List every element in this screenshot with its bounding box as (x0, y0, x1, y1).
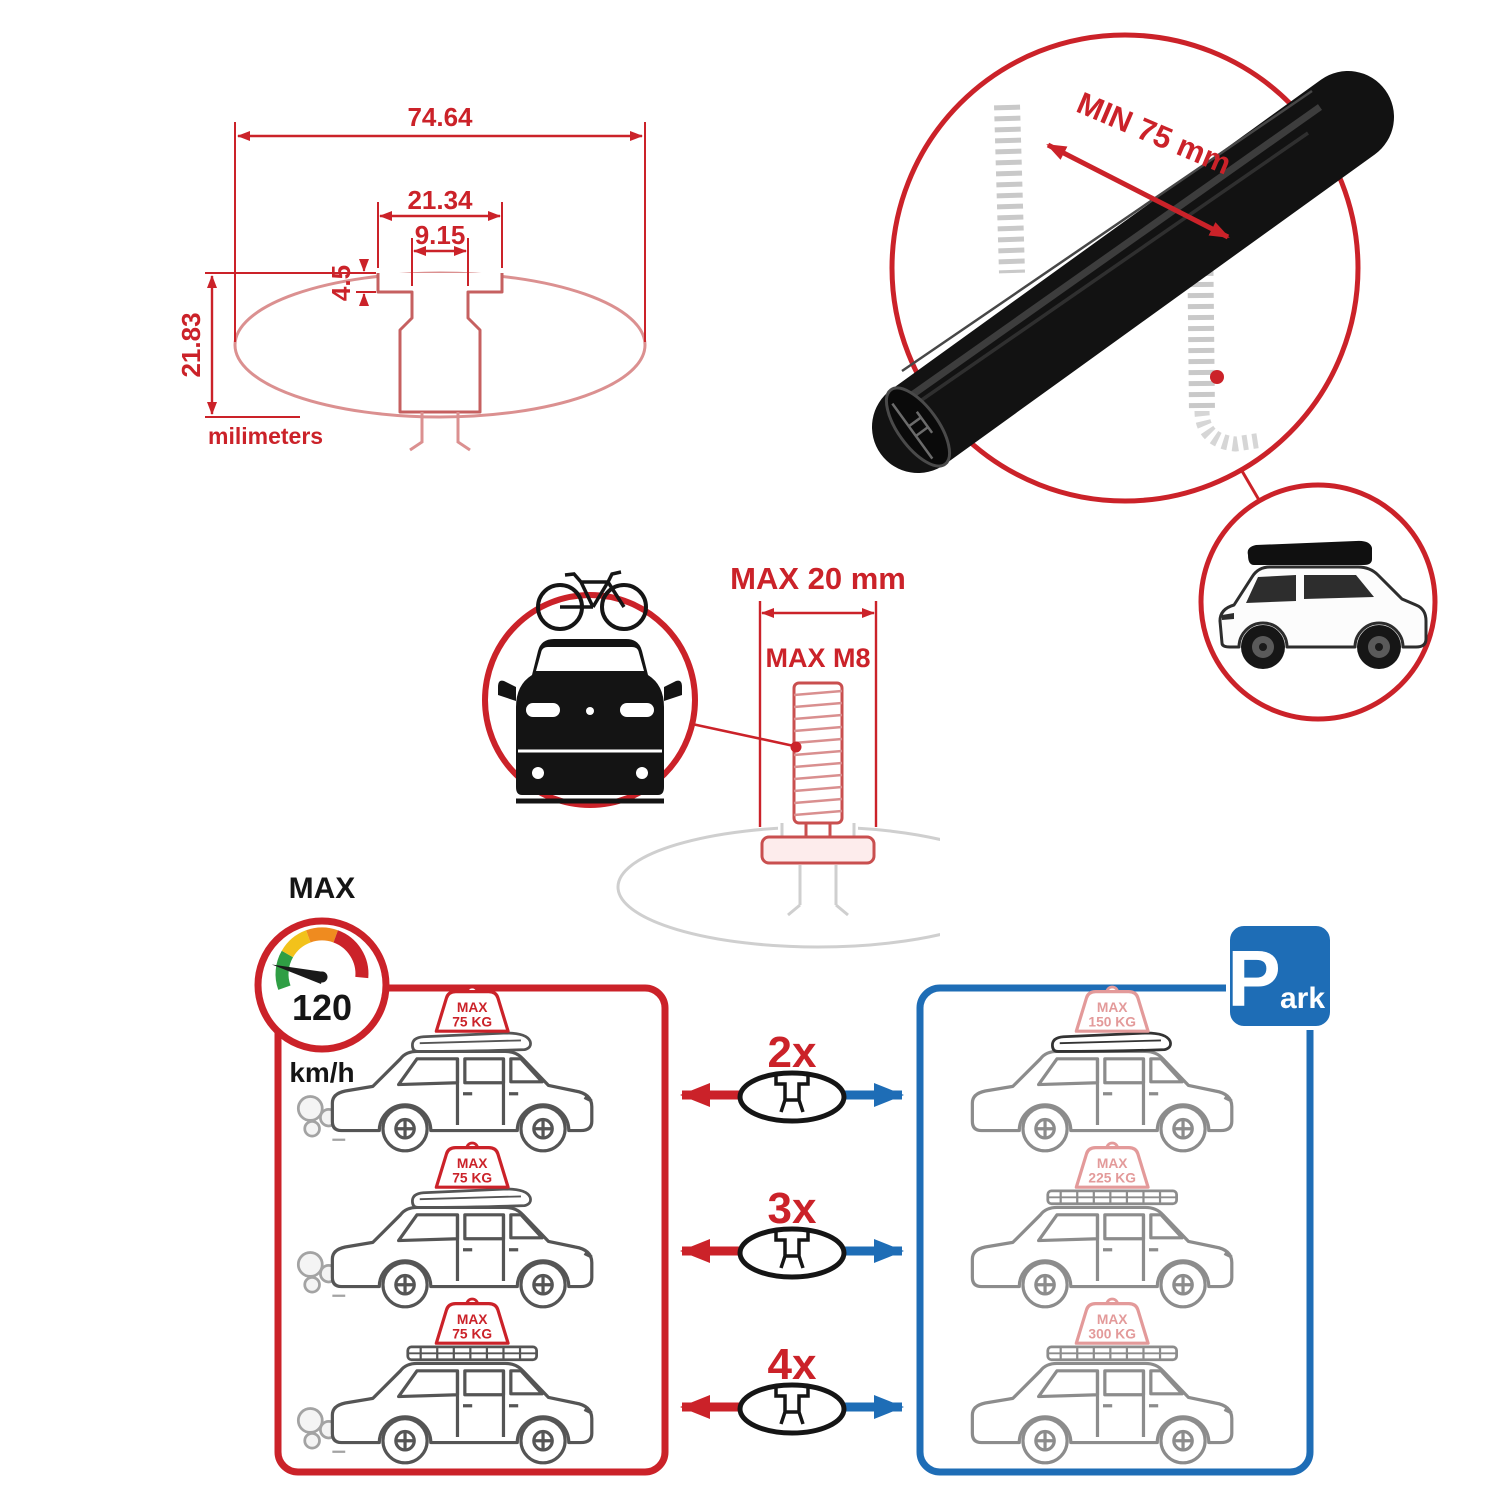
dim-profile-height-label: 21.83 (176, 312, 206, 377)
dim-lip-depth-label: 4.5 (326, 265, 356, 301)
car-bike-callout (482, 570, 698, 808)
sign-load: 75 KG (452, 1015, 492, 1030)
load-comparison: MAX 75 KG MAX 75 KG MAX 75 KG (254, 872, 1334, 1476)
driving-car-2: MAX 75 KG (296, 1141, 594, 1309)
roof-load-sign: MAX 225 KG (1074, 1141, 1150, 1189)
bolt-max-width-label: MAX 20 mm (730, 561, 906, 596)
car-front-icon (498, 639, 682, 804)
sign-max: MAX (1097, 1000, 1128, 1015)
profile-dimension-drawing: 74.64 21.34 9.15 4.5 21.83 mili (176, 102, 647, 452)
dim-slot-inner-label: 9.15 (415, 220, 466, 250)
parked-car-1: MAX 150 KG (970, 985, 1234, 1153)
dim-total-width-label: 74.64 (407, 102, 473, 132)
suv-with-roofbox-icon (1218, 540, 1428, 669)
dim-slot-outer: 21.34 (377, 185, 503, 268)
dim-lip-depth: 4.5 (326, 259, 376, 306)
bolt-connector-line (691, 722, 795, 748)
parked-car-2: MAX 225 KG (970, 1141, 1234, 1309)
bar-count-row-2: 3x (680, 1184, 904, 1280)
units-label: milimeters (208, 423, 323, 449)
roof-load-sign: MAX 150 KG (1074, 985, 1150, 1033)
crossbar-3d (872, 71, 1394, 473)
sign-max: MAX (1097, 1156, 1128, 1171)
u-bolt-ghost (994, 104, 1264, 452)
circle-connector-line (1240, 470, 1261, 501)
crossbar-profile-icon (737, 1226, 847, 1280)
roof-load-sign: MAX 300 KG (1074, 1297, 1150, 1345)
gauge-needle (271, 964, 324, 984)
speed-max-label: MAX (289, 872, 356, 905)
profile-cross-section (233, 271, 647, 452)
bolt-detail: MAX 20 mm MAX M8 (482, 561, 940, 949)
park-sign-rest: ark (1280, 982, 1325, 1015)
park-sign-icon: P ark (1226, 922, 1334, 1030)
sign-load: 225 KG (1088, 1171, 1136, 1186)
dim-total-width: 74.64 (234, 102, 646, 342)
crossbar-profile-icon (737, 1070, 847, 1124)
callout-dot (1210, 370, 1224, 384)
bolt-max-thread-label: MAX M8 (765, 643, 870, 673)
park-sign-initial: P (1227, 934, 1280, 1023)
bar-count-label: 4x (768, 1340, 817, 1389)
sign-load: 75 KG (452, 1327, 492, 1342)
sign-max: MAX (457, 1312, 488, 1327)
parked-car-3: MAX 300 KG (970, 1297, 1234, 1465)
sign-load: 75 KG (452, 1171, 492, 1186)
roof-load-sign: MAX 75 KG (434, 1297, 510, 1345)
dim-slot-inner: 9.15 (411, 220, 469, 286)
bar-count-row-1: 2x (680, 1028, 904, 1124)
bicycle-icon (536, 570, 648, 631)
driving-car-3: MAX 75 KG (296, 1297, 594, 1465)
roof-load-sign: MAX 75 KG (434, 1141, 510, 1189)
roof-load-sign: MAX 75 KG (434, 985, 510, 1033)
dim-slot-outer-label: 21.34 (407, 185, 473, 215)
t-bolt-icon (760, 681, 876, 865)
bolt-callout-dot (790, 741, 802, 753)
driving-car-1: MAX 75 KG (296, 985, 594, 1153)
bar-count-row-3: 4x (680, 1340, 904, 1436)
speed-limit-gauge: MAX 120 km/h (254, 872, 390, 1088)
sign-load: 300 KG (1088, 1327, 1136, 1342)
dim-bolt-width (758, 601, 878, 827)
speed-value: 120 (292, 987, 352, 1028)
min-span-arrow (1046, 142, 1230, 240)
profile-t-slot (376, 273, 504, 414)
sign-max: MAX (457, 1156, 488, 1171)
bar-count-label: 2x (768, 1028, 817, 1077)
crossbar-profile-icon (737, 1382, 847, 1436)
crossbar-detail: MIN 75 mm (872, 32, 1438, 722)
sign-max: MAX (457, 1000, 488, 1015)
sign-max: MAX (1097, 1312, 1128, 1327)
sign-load: 150 KG (1088, 1015, 1136, 1030)
dim-profile-height: 21.83 (176, 272, 376, 418)
bar-count-label: 3x (768, 1184, 817, 1233)
speed-units: km/h (289, 1057, 354, 1088)
crossbar-end-face (884, 386, 952, 468)
suv-roofbox-callout (1198, 482, 1438, 722)
